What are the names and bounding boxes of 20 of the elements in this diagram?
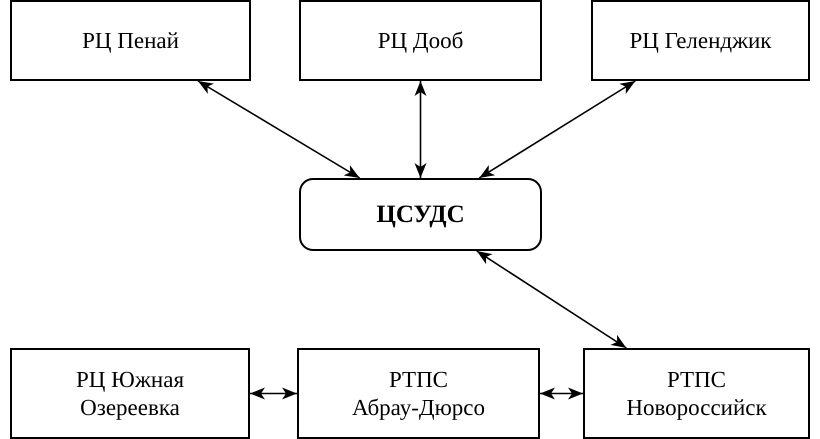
- process-box: [10, 0, 251, 81]
- node-label: РЦ Геленджик: [630, 26, 772, 54]
- process-box: [299, 0, 542, 81]
- process-box: [10, 348, 250, 439]
- arrow: [478, 80, 636, 179]
- arrow: [250, 388, 297, 400]
- process-box: [297, 348, 540, 439]
- node-label: РТПС Абрау-Дюрсо: [351, 366, 486, 422]
- node-label: РТПС Новороссийск: [625, 366, 768, 422]
- node-label: ЦСУДС: [376, 200, 465, 230]
- arrow: [540, 388, 583, 400]
- node-label: РЦ Южная Озереевка: [74, 366, 186, 422]
- node-label: РЦ Дооб: [378, 26, 464, 54]
- arrow: [414, 81, 426, 178]
- arrow: [476, 250, 627, 349]
- rounded-box: [299, 178, 542, 251]
- node-label: РЦ Пенай: [82, 26, 179, 54]
- arrow: [198, 80, 360, 179]
- process-box: [591, 0, 810, 81]
- process-box: [583, 348, 810, 439]
